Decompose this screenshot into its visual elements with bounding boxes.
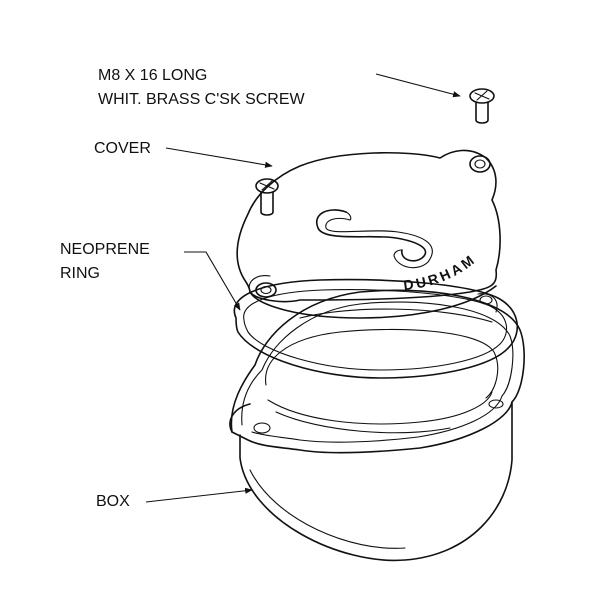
cover-label: COVER — [94, 140, 151, 157]
neoprene-ring-part — [233, 278, 518, 379]
loose-screw — [469, 88, 495, 124]
cover-part — [236, 149, 501, 319]
cover-stamp-text: DURHAM — [402, 250, 479, 293]
neoprene-leader — [184, 251, 241, 311]
box-label: BOX — [96, 493, 130, 510]
box-part — [229, 289, 525, 562]
neoprene-label-line1: NEOPRENE — [60, 241, 150, 258]
box-leader — [145, 487, 253, 503]
cover-leader — [165, 147, 273, 168]
cover-screw — [255, 178, 279, 216]
screw-label-line1: M8 X 16 LONG — [98, 67, 207, 84]
neoprene-label-line2: RING — [60, 265, 100, 282]
screw-leader — [375, 73, 461, 98]
screw-label-line2: WHIT. BRASS C'SK SCREW — [98, 91, 306, 108]
